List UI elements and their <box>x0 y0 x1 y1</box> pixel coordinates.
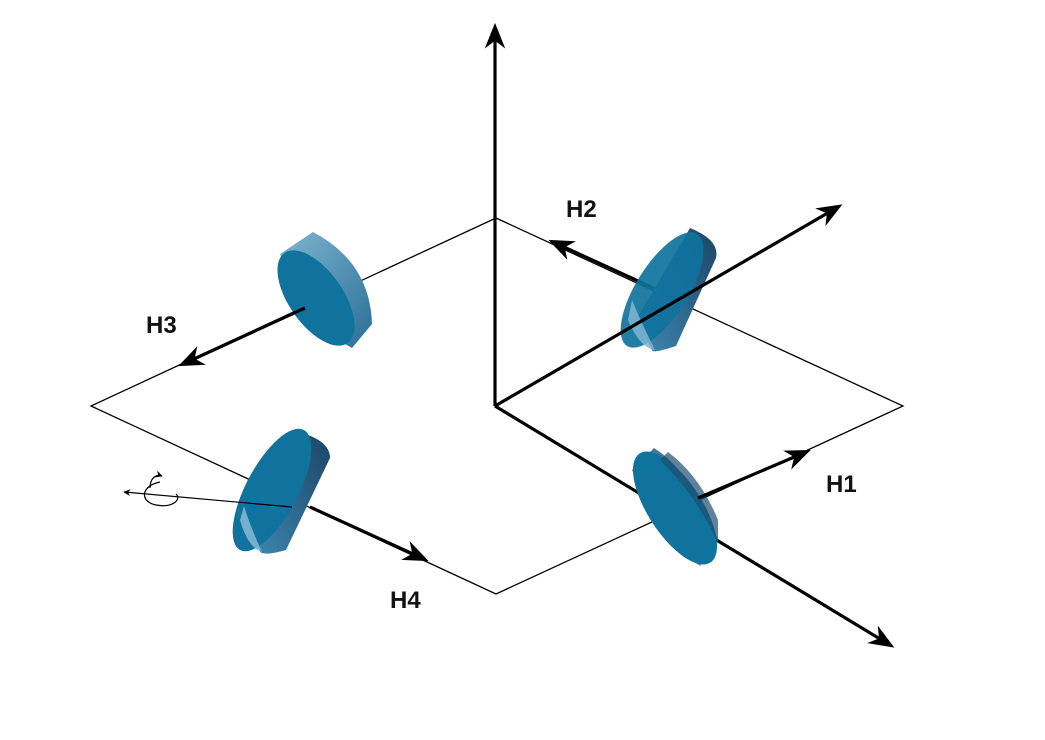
thrust-arrow-h4 <box>309 505 429 562</box>
thruster-disk-h4 <box>232 428 330 554</box>
y-axis <box>494 204 843 408</box>
label-h2: H2 <box>566 196 597 223</box>
label-h3: H3 <box>146 312 177 339</box>
label-h1: H1 <box>826 471 857 498</box>
thrust-arrow-h1 <box>697 449 811 500</box>
thruster-disk-h2 <box>620 228 717 352</box>
thruster-disk-h3 <box>277 232 372 348</box>
thrust-arrow-h3 <box>178 306 306 367</box>
rotation-indicator <box>123 470 293 508</box>
thruster-disk-h1 <box>632 448 718 566</box>
label-h4: H4 <box>390 587 421 614</box>
